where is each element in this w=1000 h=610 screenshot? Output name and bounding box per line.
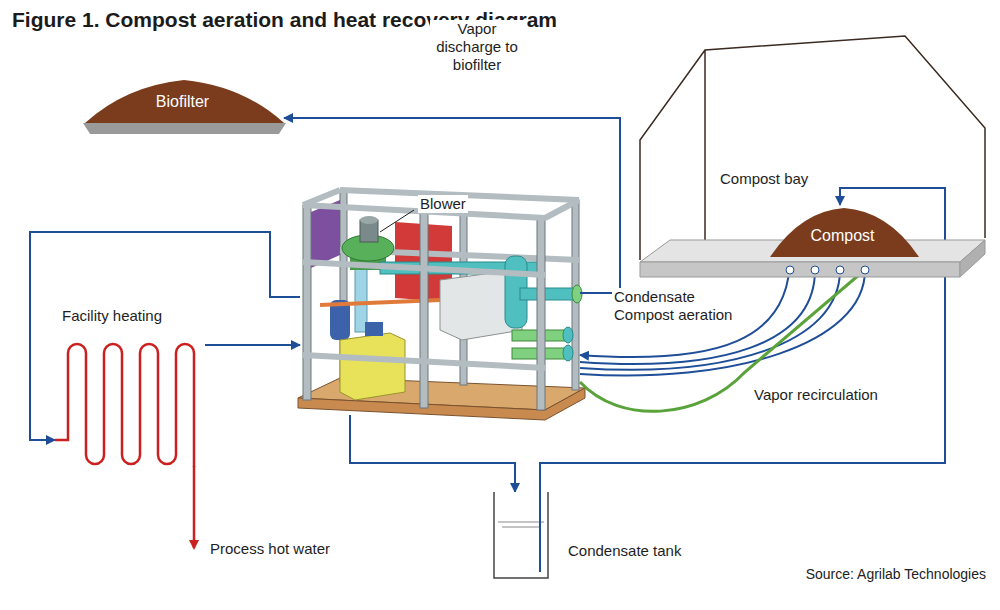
heat-recovery-unit-part <box>420 212 428 408</box>
node-label: Biofilter <box>85 93 280 111</box>
heat-recovery-unit-part <box>340 333 405 400</box>
edge-label: Vapor recirculation <box>752 386 880 404</box>
node-label: Condensate tank <box>568 542 681 560</box>
aeration-hole <box>786 266 794 274</box>
callout-label: Compost aeration <box>612 306 734 324</box>
heat-recovery-unit-part <box>520 288 578 300</box>
aeration-hole <box>836 266 844 274</box>
heat-recovery-unit-part <box>311 200 340 268</box>
flow-connector <box>30 232 300 440</box>
aeration-hole <box>811 266 819 274</box>
compost-pile: Compost <box>770 205 919 257</box>
floor-slab <box>640 262 960 277</box>
facility-heating-shape <box>55 305 205 470</box>
heat-recovery-unit-part <box>563 327 573 343</box>
callout-label: Condensate <box>612 288 697 306</box>
flow-connector <box>580 257 880 411</box>
water-line <box>498 522 544 527</box>
heat-recovery-unit-part <box>360 216 378 224</box>
heat-recovery-unit-part <box>365 322 383 336</box>
aeration-pipe-part <box>580 270 815 364</box>
node-label: Facility heating <box>60 307 164 325</box>
flow-connector <box>205 344 300 346</box>
mound-base <box>83 123 286 134</box>
building-outline <box>640 36 985 260</box>
heat-recovery-unit-part <box>303 262 545 275</box>
flow-connector <box>350 415 515 492</box>
aeration-hole <box>861 266 869 274</box>
heat-recovery-unit-part <box>545 200 579 218</box>
node-label: Blower <box>418 195 468 213</box>
dip-pipe <box>539 492 541 572</box>
condensate-tank: Condensate tank <box>490 492 700 582</box>
hot-water-line <box>193 466 196 548</box>
facility-heating: Facility heating <box>55 305 205 470</box>
aeration-pipe <box>580 270 865 376</box>
node-label: Compost <box>770 227 915 245</box>
edge-label: Vapor discharge to biofilter <box>430 20 524 74</box>
mound-shape <box>770 208 919 257</box>
leader-line <box>380 210 414 232</box>
heat-recovery-unit-part <box>303 190 340 205</box>
heat-recovery-unit-part <box>537 218 545 410</box>
flow-connector <box>540 188 945 492</box>
floor-slab <box>960 240 985 277</box>
heating-coil <box>55 344 194 467</box>
tank-outline <box>494 492 548 578</box>
heat-recovery-unit-part <box>303 355 545 368</box>
aeration-pipe-part <box>580 270 865 376</box>
heat-recovery-unit-part <box>563 345 573 361</box>
flow-connector <box>284 118 620 293</box>
callout-label: Process hot water <box>208 540 332 558</box>
compost-bay-building: Compost bayCompost <box>630 28 990 282</box>
condensate-tank-shape <box>490 492 700 582</box>
mound-shape <box>85 80 284 123</box>
node-label: Compost bay <box>718 170 810 188</box>
heat-recovery-unit-part <box>303 205 311 400</box>
source-caption: Source: Agrilab Technologies <box>806 566 986 582</box>
heat-recovery-unit: Blower <box>300 185 580 415</box>
heat-recovery-unit <box>298 190 585 420</box>
biofilter-mound: Biofilter <box>85 78 284 135</box>
